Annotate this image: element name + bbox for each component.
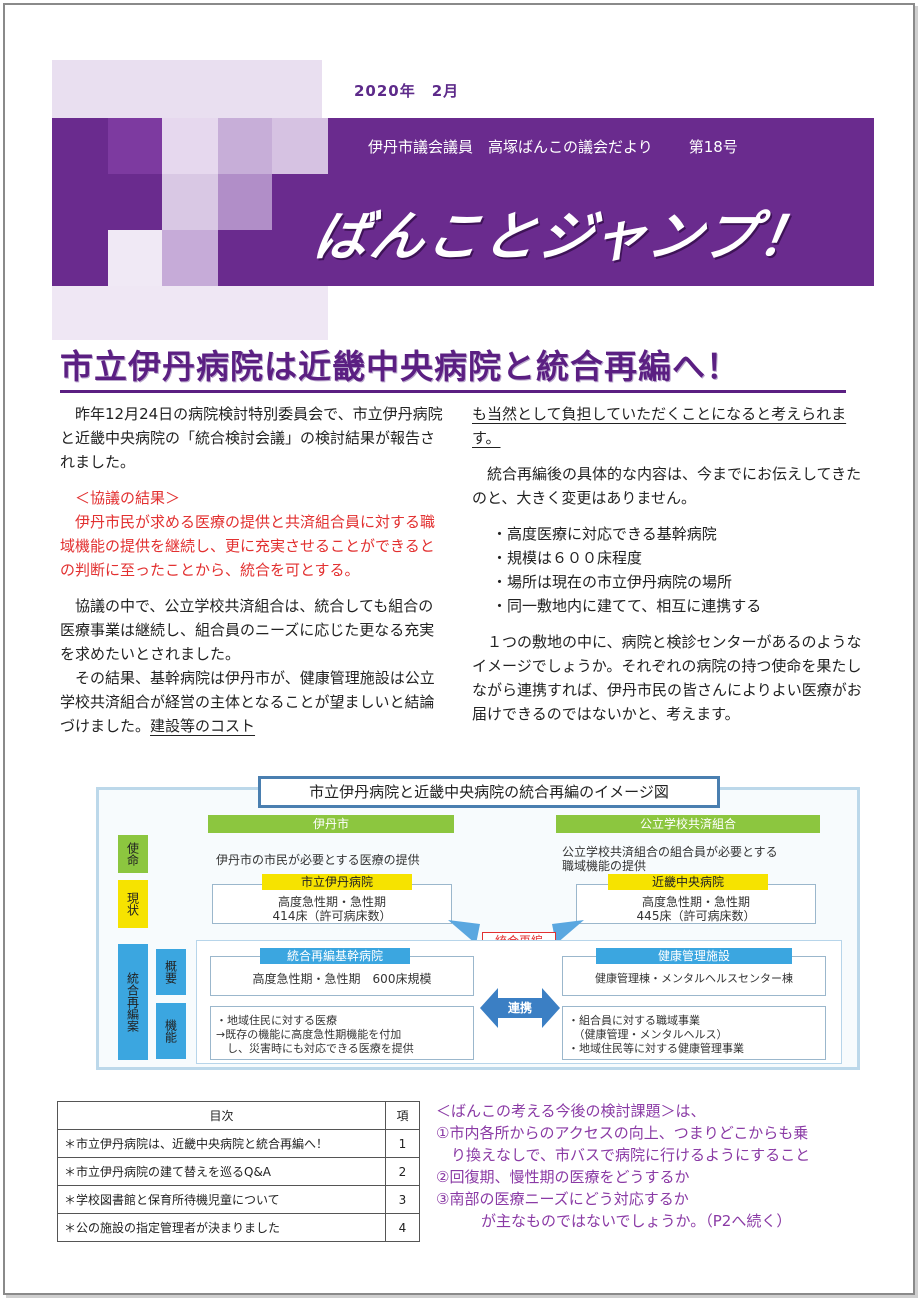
current-right-line2: 445床（許可病床数）: [636, 909, 756, 923]
toc-page: 4: [385, 1213, 420, 1242]
core-function-2: →既存の機能に高度急性期機能を付加: [216, 1028, 402, 1041]
health-facility-label: 健康管理施設: [596, 948, 792, 964]
bullet-item: ・場所は現在の市立伊丹病院の場所: [492, 573, 733, 591]
decor-square: [108, 286, 328, 340]
decor-square: [108, 230, 162, 286]
arrow-right-icon: [552, 920, 584, 944]
table-row: ＊市立伊丹病院の建て替えを巡るQ&A 2: [57, 1157, 420, 1186]
decor-square: [218, 174, 272, 230]
future-issues: ＜ばんこの考える今後の検討課題＞は、 ①市内各所からのアクセスの向上、つまりどこ…: [436, 1100, 876, 1232]
table-header-row: 目次 項: [57, 1101, 420, 1130]
core-function-1: ・地域住民に対する医療: [216, 1014, 337, 1027]
decor-square: [52, 60, 322, 118]
current-left-line2: 414床（許可病床数）: [272, 909, 392, 923]
health-function-box: [562, 1006, 826, 1060]
table-row: ＊市立伊丹病院は、近畿中央病院と統合再編へ！ 1: [57, 1129, 420, 1158]
toc-header-title: 目次: [57, 1101, 386, 1130]
health-function-1: ・組合員に対する職域事業: [568, 1014, 700, 1027]
paragraph: 協議の中で、公立学校共済組合は、統合しても組合の医療事業は継続し、組合員のニーズ…: [60, 597, 435, 663]
result-heading: ＜協議の結果＞: [60, 489, 181, 507]
continued-text: も当然として負担していただくことになると考えられます。: [472, 405, 847, 447]
core-hospital-label: 統合再編基幹病院: [260, 948, 410, 964]
newsletter-logo: ばんことジャンプ！: [309, 205, 821, 268]
row-label-summary: 概要: [156, 949, 186, 995]
paragraph: その結果、基幹病院は伊丹市が、健康管理施設は公立学校共済組合が経営の主体となるこ…: [60, 669, 435, 735]
page-frame: [3, 3, 915, 1295]
hospital-label-right: 近畿中央病院: [608, 874, 768, 890]
table-row: ＊公の施設の指定管理者が決まりました 4: [57, 1213, 420, 1242]
merge-arrows: [448, 920, 584, 944]
health-function-3: ・地域住民等に対する健康管理事業: [568, 1042, 744, 1055]
toc-title: ＊市立伊丹病院の建て替えを巡るQ&A: [57, 1157, 386, 1186]
row-label-function: 機能: [156, 1003, 186, 1059]
decor-square: [108, 118, 162, 174]
toc-page: 3: [385, 1185, 420, 1214]
toc-title: ＊学校図書館と保育所待機児童について: [57, 1185, 386, 1214]
mission-left: 伊丹市の市民が必要とする医療の提供: [216, 853, 420, 867]
table-row: ＊学校図書館と保育所待機児童について 3: [57, 1185, 420, 1214]
bullet-item: ・高度医療に対応できる基幹病院: [492, 525, 717, 543]
current-right-box: [576, 884, 816, 924]
issue-item: ②回復期、慢性期の医療をどうするか: [436, 1168, 690, 1186]
table-of-contents: 目次 項 ＊市立伊丹病院は、近畿中央病院と統合再編へ！ 1 ＊市立伊丹病院の建て…: [57, 1101, 420, 1242]
org-label-right: 公立学校共済組合: [556, 815, 820, 833]
toc-page: 2: [385, 1157, 420, 1186]
row-label-mission: 使命: [118, 835, 148, 873]
health-function-2: （健康管理・メンタルヘルス）: [568, 1028, 728, 1041]
core-function-box: [210, 1006, 474, 1060]
issue-item: ①市内各所からのアクセスの向上、つまりどこからも乗: [436, 1124, 809, 1142]
arrow-left-icon: [448, 920, 480, 944]
link-arrow-icon: [480, 988, 560, 1028]
mission-right-line2: 職域機能の提供: [562, 859, 647, 873]
toc-header-page: 項: [385, 1101, 420, 1130]
row-label-plan: 統合再編案: [118, 944, 148, 1060]
decor-square: [162, 230, 218, 286]
current-right-line1: 高度急性期・急性期: [641, 895, 750, 909]
row-label-current: 現状: [118, 880, 148, 928]
decor-square: [162, 118, 218, 174]
core-function-3: し、災害時にも対応できる医療を提供: [216, 1042, 414, 1055]
decor-square: [272, 118, 328, 174]
mission-right-line1: 公立学校共済組合の組合員が必要とする: [562, 845, 778, 859]
result-body: 伊丹市民が求める医療の提供と共済組合員に対する職域機能の提供を継続し、更に充実さ…: [60, 513, 436, 579]
paragraph: 統合再編後の具体的な内容は、今までにお伝えしてきたのと、大きく変更はありません。: [472, 465, 862, 507]
issues-closing: が主なものではないでしょうか。（P2へ続く）: [436, 1212, 792, 1230]
issue-item: ③南部の医療ニーズにどう対応するか: [436, 1190, 689, 1208]
bullet-item: ・規模は６００床程度: [492, 549, 643, 567]
issue-date: 2020年 2月: [354, 82, 460, 100]
core-summary: 高度急性期・急性期 600床規模: [252, 972, 432, 986]
org-label-left: 伊丹市: [208, 815, 454, 833]
diagram-title: 市立伊丹病院と近畿中央病院の統合再編のイメージ図: [258, 776, 720, 808]
toc-title: ＊公の施設の指定管理者が決まりました: [57, 1213, 386, 1242]
issue-item: り換えなしで、市バスで病院に行けるようにすること: [436, 1146, 811, 1164]
current-left-line1: 高度急性期・急性期: [277, 895, 386, 909]
paragraph: １つの敷地の中に、病院と検診センターがあるのようなイメージでしょうか。それぞれの…: [472, 633, 862, 723]
toc-page: 1: [385, 1129, 420, 1158]
issues-heading: ＜ばんこの考える今後の検討課題＞は、: [436, 1102, 706, 1120]
right-column: も当然として負担していただくことになると考えられます。 統合再編後の具体的な内容…: [472, 402, 864, 726]
hospital-label-left: 市立伊丹病院: [262, 874, 412, 890]
bullet-item: ・同一敷地内に建てて、相互に連携する: [492, 597, 762, 615]
intro-paragraph: 昨年12月24日の病院検討特別委員会で、市立伊丹病院と近畿中央病院の「統合検討会…: [60, 405, 443, 471]
health-summary: 健康管理棟・メンタルヘルスセンター棟: [595, 972, 793, 985]
issue-number: 第18号: [688, 138, 738, 156]
decor-square: [162, 174, 218, 230]
page-title: 市立伊丹病院は近畿中央病院と統合再編へ！: [60, 340, 846, 393]
decor-square: [218, 118, 272, 174]
toc-title: ＊市立伊丹病院は、近畿中央病院と統合再編へ！: [57, 1129, 386, 1158]
link-label: 連携: [507, 1001, 532, 1015]
newsletter-subtitle: 伊丹市議会議員 高塚ばんこの議会だより第18号: [368, 138, 738, 156]
left-column: 昨年12月24日の病院検討特別委員会で、市立伊丹病院と近畿中央病院の「統合検討会…: [60, 402, 444, 738]
